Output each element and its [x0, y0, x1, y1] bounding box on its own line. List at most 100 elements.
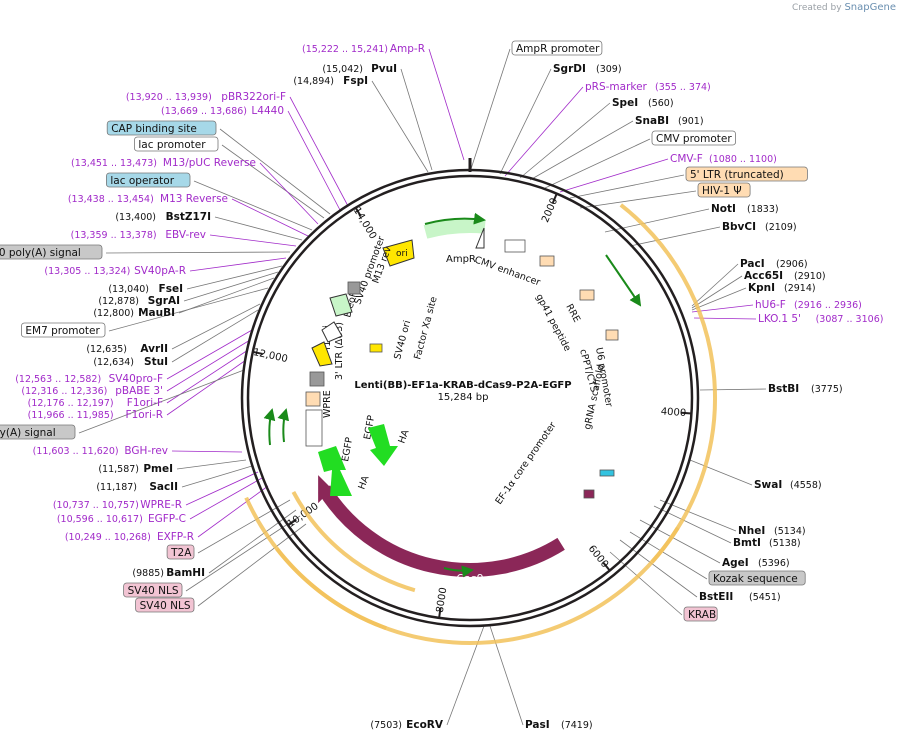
tick-label-6000: 6000: [586, 544, 611, 571]
leader-3: [371, 80, 429, 173]
site-position: (3775): [811, 384, 843, 395]
site-position: (5451): [749, 592, 781, 603]
orf-arc-2: [291, 490, 416, 593]
site-name: SacII: [149, 481, 178, 493]
tick-4000: [681, 411, 692, 415]
site-name: BamHI: [166, 567, 205, 579]
feature-label-5: gp41 peptide: [533, 292, 573, 353]
site-name: SnaBI: [635, 115, 669, 127]
site-name: AgeI: [722, 557, 749, 569]
site-position: (2906): [776, 259, 808, 270]
site-name: PacI: [740, 258, 765, 270]
leader-45: [197, 523, 307, 607]
feature-label-3: CMV enhancer: [473, 254, 542, 288]
leader-47: [691, 275, 743, 309]
site-name: CMV-F: [670, 153, 703, 165]
site-label-lko-1-5-: LKO.1 5'(3087 .. 3106): [758, 313, 883, 325]
leader-12: [604, 208, 710, 233]
site-label-lac-promoter: lac promoter: [133, 136, 219, 152]
leader-41: [197, 485, 269, 538]
site-label-cap-binding-site: CAP binding site: [106, 120, 217, 136]
site-label-bbvci: BbvCI(2109): [722, 221, 797, 233]
site-name: EBV-rev: [165, 229, 206, 241]
site-label-sv40pro-f: SV40pro-F(12,563 .. 12,582): [15, 373, 163, 385]
snapgene-watermark: Created by SnapGene: [792, 2, 896, 13]
feature-box-10: [369, 343, 383, 353]
plasmid-name: Lenti(BB)-EF1a-KRAB-dCas9-P2A-EGFP: [354, 380, 571, 391]
site-label-snabi: SnaBI(901): [635, 115, 704, 127]
site-label-fspi: FspI(14,894): [293, 75, 368, 87]
site-name: BmtI: [733, 537, 761, 549]
site-name: SgrAI: [148, 295, 180, 307]
feature-badge-label: 5' LTR (truncated): [690, 169, 784, 181]
site-label-kozak-sequence: Kozak sequence: [708, 570, 806, 586]
ori-label: ori: [396, 249, 408, 259]
leader-51: [699, 388, 767, 391]
site-position: (12,878): [98, 296, 139, 307]
site-name: PvuI: [371, 63, 397, 75]
site-label-sv40pa-r: SV40pA-R(13,305 .. 13,324): [44, 265, 186, 277]
site-label-m13-reverse: M13 Reverse(13,438 .. 13,454): [68, 193, 228, 205]
leader-46: [691, 263, 739, 307]
leader-43: [208, 509, 297, 574]
leader-25: [186, 265, 283, 290]
site-position: (5138): [769, 538, 801, 549]
feature-badge-label: EM7 promoter: [25, 325, 100, 337]
tick-10,000: [287, 518, 297, 527]
leader-22: [209, 234, 297, 247]
site-labels: Amp-R(15,222 .. 15,241)AmpR promoterPvuI…: [0, 40, 883, 731]
site-name: SgrDI: [553, 63, 586, 75]
site-label-hiv-1-: HIV-1 Ψ: [697, 182, 751, 198]
orf-arc-3: [275, 547, 387, 631]
leader-44: [185, 515, 301, 592]
site-label-sgrai: SgrAI (12,878): [98, 295, 180, 307]
site-label-fsei: FseI(13,040): [108, 283, 183, 295]
site-label-ampr-promoter: AmpR promoter: [511, 40, 603, 56]
leader-28: [108, 287, 269, 332]
site-position: (2914): [784, 283, 816, 294]
site-name: SV40pro-F: [109, 373, 163, 385]
leader-4: [499, 68, 552, 175]
feature-badge-label: HIV-1 Ψ: [702, 185, 742, 197]
site-name: M13/pUC Reverse: [163, 157, 256, 169]
leader-55: [639, 519, 721, 564]
site-name: AvrII: [140, 343, 168, 355]
leader-18: [259, 162, 319, 225]
site-position: (11,187): [96, 482, 137, 493]
leader-13: [629, 226, 721, 247]
site-label-pvui: PvuI(15,042): [322, 63, 397, 75]
leader-27: [178, 277, 275, 314]
feature-badge-label: lac promoter: [138, 139, 206, 151]
leader-31: [166, 329, 253, 380]
feature-badge-label: CAP binding site: [111, 123, 197, 135]
feature-badge-label: SV40 NLS: [140, 600, 191, 612]
feature-badge-label: SV40 poly(A) signal: [0, 247, 81, 259]
feature-badge: [0, 244, 103, 260]
site-label-kpni: KpnI(2914): [748, 282, 816, 294]
site-position: (2109): [765, 222, 797, 233]
leader-30: [171, 309, 259, 363]
site-name: F1ori-R: [126, 409, 163, 421]
site-position: (4558): [790, 480, 822, 491]
site-name: pBR322ori-F: [221, 91, 286, 103]
direction-arrow-2: [443, 565, 474, 578]
site-label-stui: StuI(12,634): [93, 356, 168, 368]
site-position: (2910): [794, 271, 826, 282]
direction-arrow-1: [605, 254, 642, 307]
site-name: F1ori-F: [127, 397, 163, 409]
feature-badge: [133, 136, 219, 152]
leader-5: [504, 86, 584, 177]
site-position: (13,359 .. 13,378): [71, 230, 157, 241]
site-name: hU6-F: [755, 299, 786, 311]
feature-badge: [708, 570, 806, 586]
feature-box-6: [309, 371, 325, 387]
site-position: (309): [596, 64, 622, 75]
site-position: (355 .. 374): [655, 82, 711, 93]
site-label-sgrdi: SgrDI (309): [553, 63, 622, 75]
feature-badge: [135, 597, 195, 613]
site-name: LKO.1 5': [758, 313, 801, 325]
tick-8000: [438, 607, 442, 618]
site-label-pmei: PmeI(11,587): [98, 463, 173, 475]
site-name: BstBI: [768, 383, 799, 395]
